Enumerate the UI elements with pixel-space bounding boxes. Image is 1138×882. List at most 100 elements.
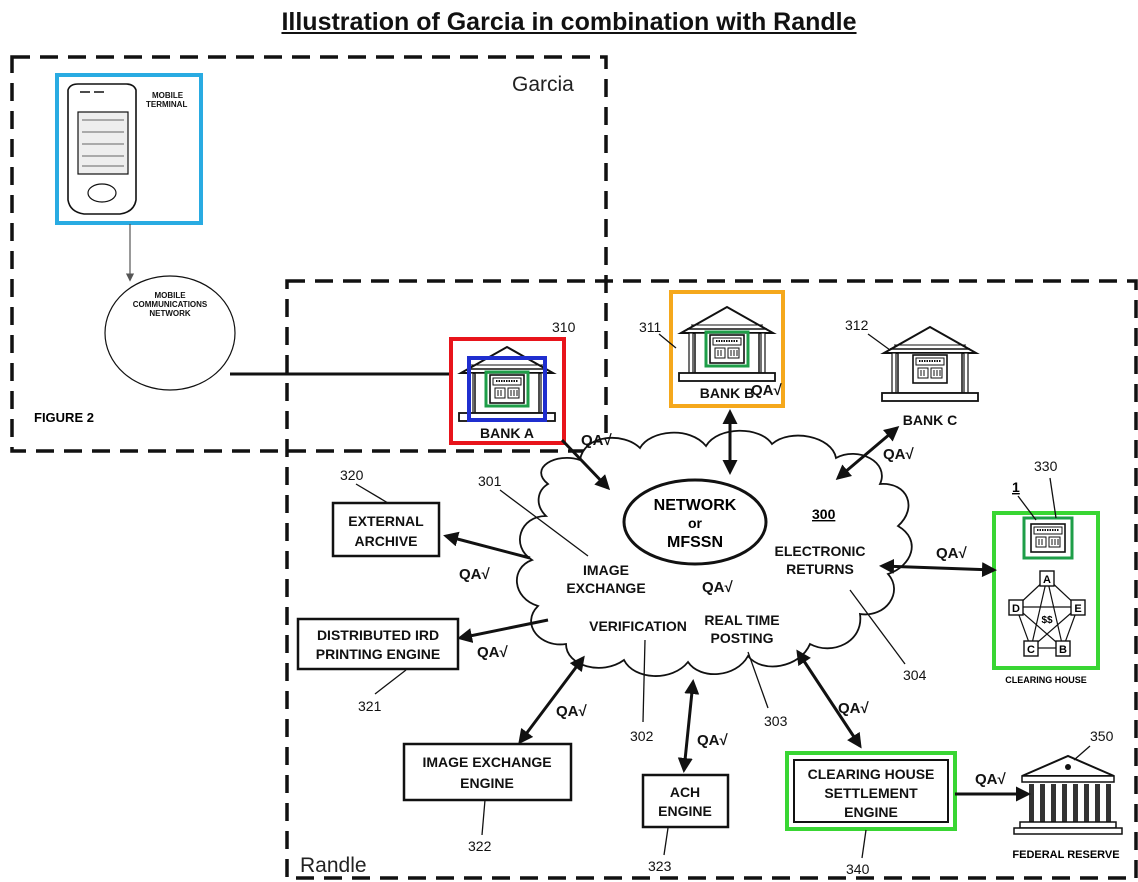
external-archive-label-1: EXTERNAL: [348, 513, 424, 529]
verification-label: VERIFICATION: [589, 618, 687, 634]
electronic-returns-label-1: ELECTRONIC: [775, 543, 866, 559]
clearing-node-e-label: E: [1074, 603, 1081, 615]
clearing-node-a-label: A: [1043, 574, 1051, 586]
network-cloud: NETWORK or MFSSN 300 IMAGE EXCHANGE VERI…: [515, 429, 913, 677]
atm-icon: [709, 334, 745, 364]
ach-engine-ref-leader: [663, 827, 669, 856]
network-or-label: or: [688, 515, 703, 531]
ach-engine-box: ACH ENGINE 323: [641, 773, 730, 874]
network-label-1: MOBILE: [154, 291, 186, 300]
clearing-node-a: A: [1039, 570, 1055, 587]
bank-a-atm-highlight: [484, 370, 530, 408]
bank-a-highlight-red: [449, 337, 566, 445]
qa-settlement: QA√: [838, 700, 870, 717]
distributed-ird-ref: 321: [358, 698, 382, 714]
mobile-terminal-highlight: [55, 73, 203, 225]
bank-b-ref-leader: [658, 333, 677, 349]
bank-a-label: BANK A: [480, 425, 534, 441]
network-mfssn-node: [622, 478, 768, 566]
federal-reserve-icon: [1013, 754, 1123, 835]
clearing-house-sub-ref-leader: [1017, 495, 1037, 521]
qa-bank-c: QA√: [883, 446, 915, 463]
network-label: NETWORK: [654, 497, 737, 514]
federal-reserve: 350 FEDERAL RESERVE: [1012, 728, 1123, 861]
clearing-center-label: $$: [1041, 615, 1053, 626]
external-archive-label-2: ARCHIVE: [354, 533, 417, 549]
bank-b-highlight-orange: [669, 290, 785, 408]
bank-a-ref: 310: [552, 319, 576, 335]
distributed-ird-label-2: PRINTING ENGINE: [316, 646, 440, 662]
distributed-ird-box: DISTRIBUTED IRD PRINTING ENGINE 321: [296, 617, 460, 714]
clearing-node-d: D: [1008, 599, 1024, 616]
qa-federal-reserve: QA√: [975, 771, 1007, 788]
network-label-2: COMMUNICATIONS: [133, 300, 208, 309]
ach-engine-label-2: ENGINE: [658, 803, 712, 819]
clearing-house-highlight: [992, 511, 1100, 670]
electronic-returns-ref: 304: [903, 667, 927, 683]
clearing-settlement-label-3: ENGINE: [844, 804, 898, 820]
qa-ach: QA√: [697, 732, 729, 749]
clearing-house-ref: 330: [1034, 458, 1058, 474]
arrow-network-clearing-house: [879, 558, 997, 578]
qa-center-label: QA√: [702, 579, 734, 596]
clearing-settlement-label-1: CLEARING HOUSE: [808, 766, 935, 782]
phone-icon: [67, 83, 137, 215]
image-exchange-label-1: IMAGE: [583, 562, 629, 578]
bank-c: BANK C 312: [845, 317, 979, 428]
qa-image-exchange: QA√: [556, 703, 588, 720]
ach-engine-ref: 323: [648, 858, 672, 874]
real-time-ref-leader: [747, 651, 769, 709]
clearing-node-c: C: [1023, 640, 1039, 657]
external-archive-box: EXTERNAL ARCHIVE 320: [331, 467, 441, 558]
bank-b: BANK B 311: [639, 290, 785, 408]
image-exchange-engine-box: IMAGE EXCHANGE ENGINE 322: [402, 742, 573, 854]
connection-arrows: [443, 409, 1031, 802]
mfssn-label: MFSSN: [667, 534, 723, 551]
distributed-ird-ref-leader: [374, 669, 407, 695]
bank-b-ref: 311: [639, 319, 662, 335]
clearing-house: 1 330 A E B C D: [992, 458, 1100, 685]
garcia-region: [10, 55, 608, 453]
bank-b-atm-highlight: [704, 330, 750, 368]
verification-ref-leader: [642, 639, 646, 723]
clearing-node-c-label: C: [1027, 644, 1035, 656]
arrow-network-settlement: [796, 649, 862, 749]
figure-label: FIGURE 2: [34, 410, 94, 425]
arrow-network-ird: [457, 618, 549, 643]
network-ref: 300: [812, 506, 836, 522]
image-exchange-label-2: EXCHANGE: [566, 580, 645, 596]
arrow-bank-c-network: [835, 426, 900, 480]
federal-reserve-ref-leader: [1073, 745, 1091, 761]
clearing-house-label: CLEARING HOUSE: [1005, 675, 1087, 685]
clearing-network-graph: [1015, 577, 1079, 649]
atm-icon: [912, 354, 948, 384]
arrow-network-archive: [443, 531, 531, 560]
distributed-ird-label-1: DISTRIBUTED IRD: [317, 627, 439, 643]
mobile-terminal: MOBILE TERMINAL: [55, 73, 203, 225]
image-exchange-engine-label-1: IMAGE EXCHANGE: [422, 754, 551, 770]
page-title: Illustration of Garcia in combination wi…: [281, 8, 857, 36]
clearing-house-ref-leader: [1049, 477, 1057, 519]
external-archive-ref: 320: [340, 467, 364, 483]
mobile-terminal-label-1: MOBILE: [152, 91, 184, 100]
bank-c-ref: 312: [845, 317, 869, 333]
randle-region: [285, 279, 1138, 880]
clearing-settlement-box: CLEARING HOUSE SETTLEMENT ENGINE 340: [785, 751, 957, 877]
randle-region-label: Randle: [300, 854, 367, 877]
atm-icon: [489, 374, 525, 404]
mobile-terminal-label-2: TERMINAL: [146, 100, 187, 109]
network-main-ref: 301: [478, 473, 502, 489]
network-label-3: NETWORK: [149, 309, 191, 318]
mobile-communications-network: MOBILE COMMUNICATIONS NETWORK: [104, 275, 236, 391]
clearing-settlement-label-2: SETTLEMENT: [824, 785, 918, 801]
qa-clearing-house: QA√: [936, 545, 968, 562]
qa-ird: QA√: [477, 644, 509, 661]
electronic-returns-ref-leader: [849, 589, 906, 665]
bank-c-ref-leader: [867, 333, 891, 351]
arrow-network-ach: [677, 679, 700, 773]
atm-icon: [1030, 523, 1066, 553]
bank-c-label: BANK C: [903, 412, 957, 428]
garcia-region-label: Garcia: [512, 73, 574, 96]
qa-archive: QA√: [459, 566, 491, 583]
bank-b-label: BANK B: [700, 385, 754, 401]
